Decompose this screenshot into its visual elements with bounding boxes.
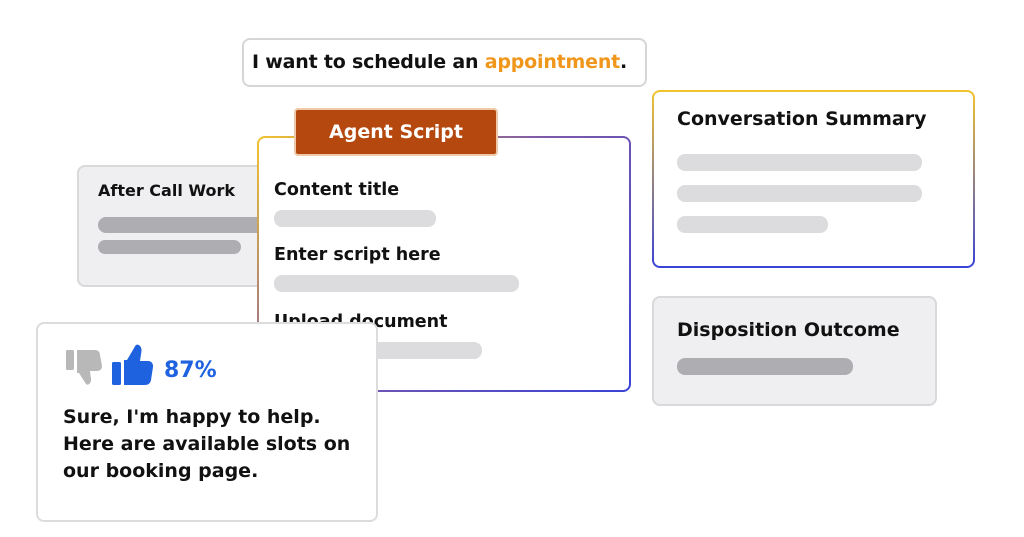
placeholder-bar <box>98 217 288 233</box>
message-highlight: appointment <box>484 51 621 73</box>
message-text: I want to schedule an <box>252 51 485 73</box>
placeholder-bar <box>677 358 853 375</box>
enter-script-label: Enter script here <box>274 245 441 265</box>
after-call-work-title: After Call Work <box>98 181 235 200</box>
conversation-summary-card: Conversation Summary <box>652 90 975 268</box>
suggested-reply-text: Sure, I'm happy to help. Here are availa… <box>63 406 351 482</box>
placeholder-bar <box>677 154 922 171</box>
agent-script-tab[interactable]: Agent Script <box>294 108 498 156</box>
thumbs-up-icon[interactable] <box>110 342 158 388</box>
satisfaction-percent: 87% <box>164 358 217 383</box>
after-call-work-card: After Call Work <box>77 165 288 287</box>
script-field[interactable] <box>274 275 519 292</box>
disposition-outcome-title: Disposition Outcome <box>677 319 900 341</box>
content-title-label: Content title <box>274 180 400 200</box>
thumbs-down-icon[interactable] <box>64 346 108 390</box>
suggested-reply-card: 87% Sure, I'm happy to help. Here are av… <box>36 322 378 522</box>
conversation-summary-title: Conversation Summary <box>677 108 927 130</box>
disposition-outcome-card: Disposition Outcome <box>652 296 937 406</box>
placeholder-bar <box>98 240 241 254</box>
content-title-field[interactable] <box>274 210 436 227</box>
placeholder-bar <box>677 216 828 233</box>
customer-message-bubble: I want to schedule an appointment. <box>242 38 647 87</box>
placeholder-bar <box>677 185 922 202</box>
customer-message: I want to schedule an appointment. <box>252 51 627 73</box>
message-end: . <box>620 51 628 73</box>
